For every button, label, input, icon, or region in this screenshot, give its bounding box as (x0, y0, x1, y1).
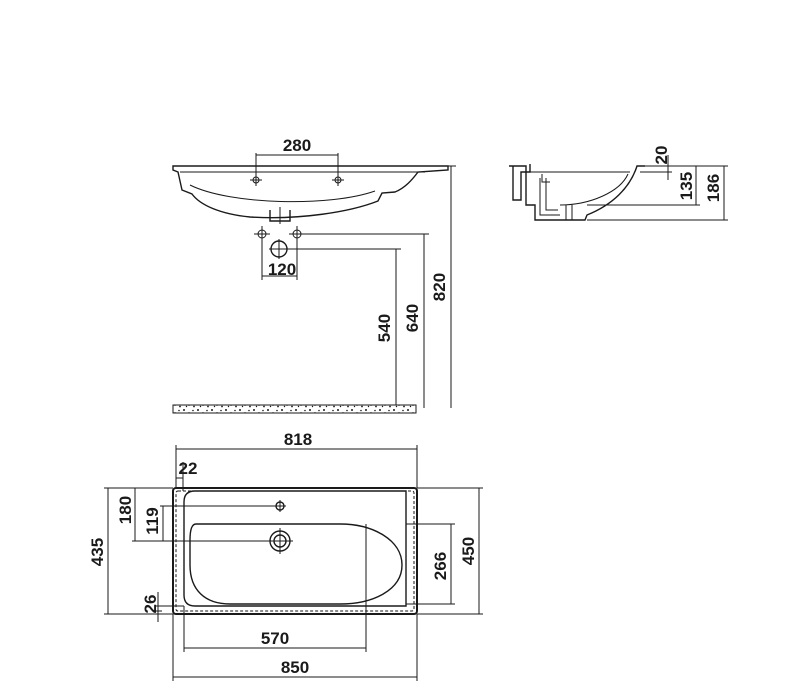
top-view-bowl-outline (183, 490, 407, 607)
front-view: 280 120 540 (172, 136, 456, 414)
dim-bowl-length: 570 (183, 524, 367, 652)
dim-front-margin-label: 26 (141, 595, 160, 614)
dim-inner-width: 818 (175, 430, 418, 488)
dim-bowl-depth-top-label: 266 (431, 552, 450, 580)
front-view-bowl-line (189, 184, 376, 203)
dim-tap-inset-label: 22 (179, 459, 198, 478)
dim-overall-width: 850 (172, 614, 418, 681)
top-view-tap-hole (274, 500, 286, 512)
dim-supply-height-label: 640 (403, 304, 422, 332)
dim-depth-right-label: 450 (459, 537, 478, 565)
dim-tap-spacing-label: 280 (283, 136, 311, 155)
dim-tap-offset-label: 180 (116, 496, 135, 524)
dim-bowl-depth: 135 (587, 165, 700, 206)
dim-waste-offset-label: 119 (143, 507, 162, 534)
dim-total-depth: 186 (587, 165, 728, 221)
dim-inner-width-label: 818 (284, 430, 312, 449)
dim-depth-right: 450 (417, 487, 483, 615)
top-view: 818 22 180 119 435 (88, 430, 483, 681)
top-view-waste (267, 528, 293, 554)
dim-waste-spacing-label: 120 (268, 260, 296, 279)
dim-tap-spacing: 280 (255, 136, 339, 176)
side-view-profile (509, 165, 645, 221)
dim-rim-thickness-label: 20 (652, 146, 671, 165)
dim-bowl-length-label: 570 (261, 629, 289, 648)
side-view: 20 135 186 (509, 146, 728, 221)
dim-depth-left-label: 435 (88, 538, 107, 566)
dim-rim-thickness: 20 (640, 146, 672, 180)
front-view-basin-outline (172, 165, 449, 219)
dim-tap-inset: 22 (175, 459, 198, 491)
dim-depth-left: 435 (88, 487, 173, 615)
dim-front-margin: 26 (141, 592, 184, 622)
dim-bowl-depth-label: 135 (677, 172, 696, 200)
dim-waste-spacing: 120 (261, 240, 298, 280)
dim-total-depth-label: 186 (704, 174, 723, 202)
dim-rim-height-label: 820 (430, 273, 449, 301)
dim-supply-height: 640 (403, 233, 429, 408)
top-view-basin-curve (189, 523, 403, 605)
dim-overall-width-label: 850 (281, 658, 309, 677)
dim-waste-height-label: 540 (375, 314, 394, 342)
dim-bowl-depth-top: 266 (406, 523, 455, 605)
dim-rim-height: 820 (430, 165, 456, 408)
floor-hatch (172, 404, 417, 414)
dim-waste-height: 540 (375, 248, 401, 408)
top-view-outer-outline (172, 487, 418, 615)
dim-waste-offset: 119 (143, 505, 274, 541)
dim-tap-offset: 180 (116, 487, 268, 542)
